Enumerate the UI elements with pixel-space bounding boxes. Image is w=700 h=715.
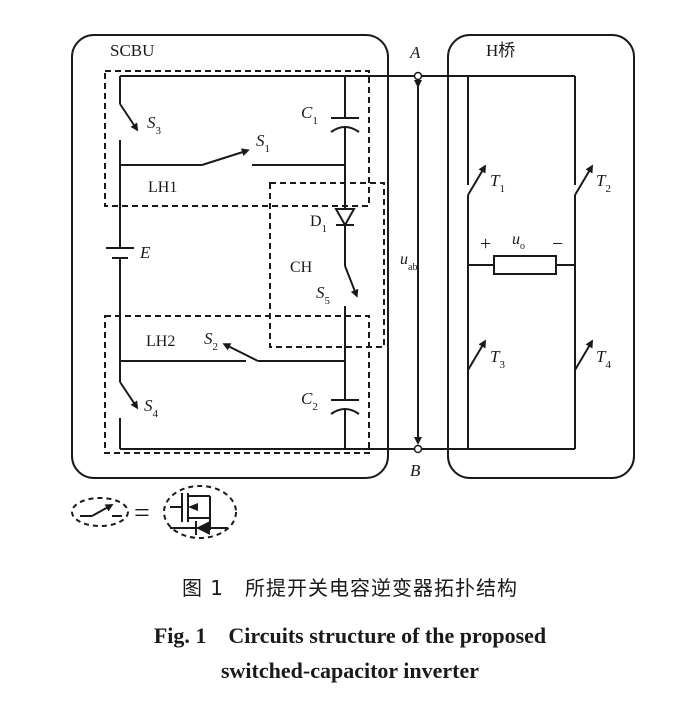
- ch-loop: [269, 182, 385, 348]
- minus-sign: −: [552, 233, 563, 255]
- scbu-label: SCBU: [110, 41, 154, 60]
- load-resistor: [493, 255, 557, 275]
- t3-label: T3: [490, 347, 505, 371]
- c2-label: C2: [301, 389, 318, 413]
- uo-label: uo: [512, 231, 525, 252]
- node-b-dot: [413, 444, 423, 454]
- caption-english-line1: Fig. 1 Circuits structure of the propose…: [153, 623, 547, 648]
- t1-label: T1: [490, 171, 505, 195]
- uab-label: uab: [400, 251, 417, 273]
- s1-switch: [201, 148, 250, 166]
- lh1-label: LH1: [148, 179, 177, 196]
- t1-switch: [467, 164, 487, 196]
- t2-switch: [574, 164, 594, 196]
- lh1-loop: [104, 70, 370, 207]
- s5-label: S5: [316, 283, 331, 307]
- t2-label: T2: [596, 171, 611, 195]
- t4-switch: [574, 339, 594, 371]
- lh2-loop: [104, 315, 370, 454]
- switch-symbol-legend: [71, 497, 129, 527]
- scbu-block: [71, 34, 389, 479]
- caption-english-line2: switched-capacitor inverter: [220, 658, 480, 683]
- d1-diode: [334, 208, 356, 228]
- hbridge-label: H桥: [486, 41, 515, 60]
- circuit-diagram: SCBU H桥 A B LH1 LH2 CH E C1 C2 D1 S1 S2 …: [71, 34, 635, 539]
- s2-switch: [222, 343, 259, 362]
- ch-label: CH: [290, 259, 313, 276]
- t3-switch: [467, 339, 487, 371]
- plus-sign: +: [480, 233, 491, 255]
- c1-label: C1: [301, 103, 318, 127]
- node-a-dot: [413, 71, 423, 81]
- e-label: E: [139, 243, 151, 262]
- s3-switch: [119, 103, 139, 132]
- equals-sign: =: [134, 498, 150, 529]
- s4-switch: [119, 381, 139, 410]
- hbridge-block: [447, 34, 635, 479]
- s2-label: S2: [204, 329, 218, 353]
- d1-label: D1: [310, 213, 327, 235]
- node-b-label: B: [410, 461, 421, 480]
- s3-label: S3: [147, 113, 162, 137]
- s4-label: S4: [144, 396, 159, 420]
- s5-switch: [344, 265, 359, 298]
- node-a-label: A: [409, 43, 421, 62]
- mosfet-symbol-legend: [163, 485, 237, 539]
- caption-chinese: 图 1 所提开关电容逆变器拓扑结构: [181, 576, 519, 600]
- s1-label: S1: [256, 131, 270, 155]
- lh2-label: LH2: [146, 333, 175, 350]
- t4-label: T4: [596, 347, 611, 371]
